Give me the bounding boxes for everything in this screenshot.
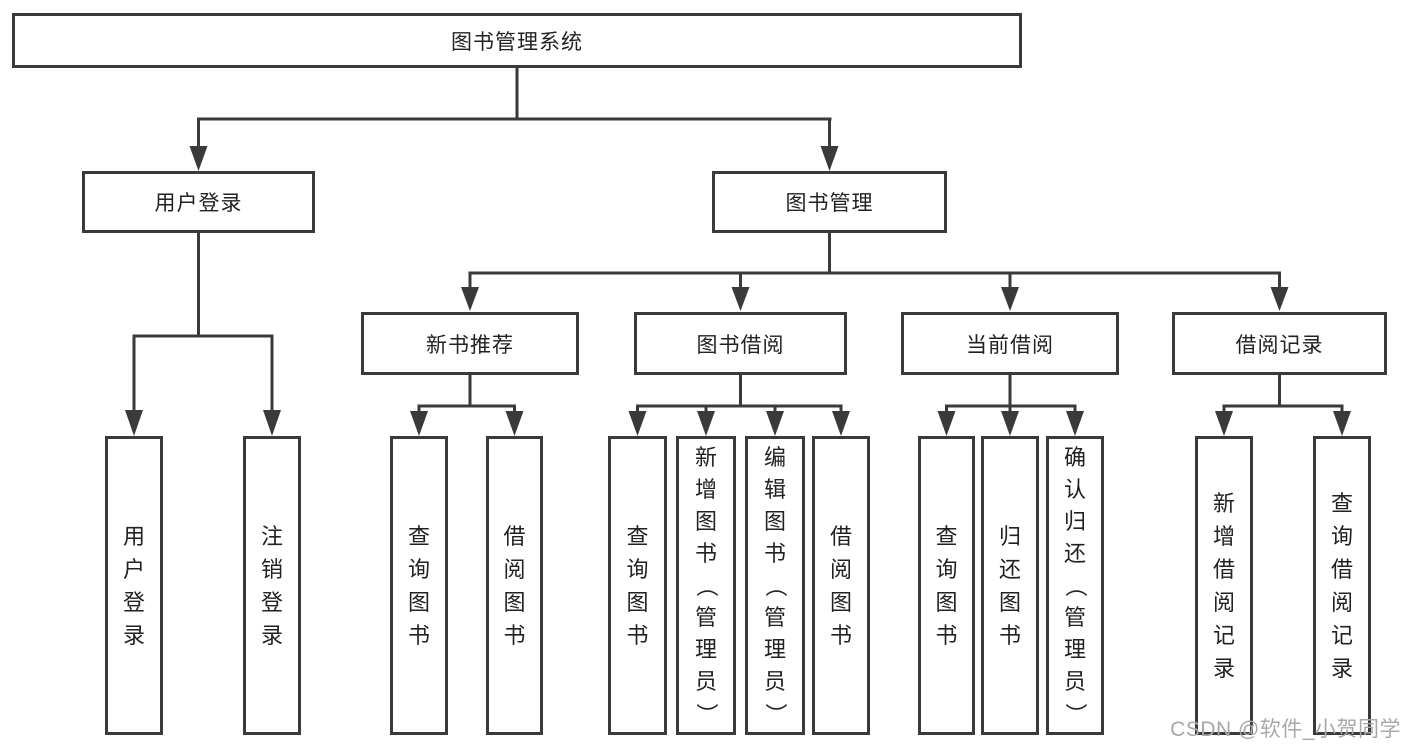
leaf-add-book-admin: 新增图书（管理员） — [676, 436, 736, 735]
leaf-edit-book-admin-label: 编辑图书（管理员） — [763, 444, 788, 725]
node-borrow-record-label: 借阅记录 — [1235, 333, 1324, 357]
node-user-login-label: 用户登录 — [154, 192, 243, 215]
node-book-management: 图书管理 — [712, 171, 947, 233]
leaf-borrow-books: 借阅图书 — [812, 436, 870, 735]
connector-current-borrow — [937, 375, 1084, 436]
leaf-borrow-books-recommend-label: 借阅图书 — [503, 523, 526, 648]
node-book-borrow-label: 图书借阅 — [696, 333, 785, 357]
leaf-confirm-return-admin: 确认归还（管理员） — [1046, 436, 1104, 735]
leaf-user-login-label: 用户登录 — [122, 523, 145, 648]
watermark: CSDN @软件_小贺同学 — [1170, 718, 1401, 741]
node-borrow-record: 借阅记录 — [1172, 312, 1387, 375]
leaf-query-books-borrow-label: 查询图书 — [626, 523, 649, 648]
leaf-logout-login: 注销登录 — [243, 436, 301, 735]
leaf-query-borrow-record-label: 查询借阅记录 — [1330, 490, 1353, 681]
node-current-borrow: 当前借阅 — [901, 312, 1119, 375]
leaf-query-books-current-label: 查询图书 — [935, 523, 958, 648]
leaf-query-books-current: 查询图书 — [918, 436, 975, 735]
connector-book-borrow — [628, 375, 850, 436]
leaf-add-book-admin-label: 新增图书（管理员） — [694, 444, 719, 725]
leaf-borrow-books-label: 借阅图书 — [829, 523, 852, 648]
connector-new-book-recommend — [410, 375, 524, 436]
leaf-query-books-borrow: 查询图书 — [608, 436, 667, 735]
leaf-add-borrow-record-label: 新增借阅记录 — [1212, 490, 1235, 681]
node-new-book-recommend: 新书推荐 — [361, 312, 579, 375]
connector-borrow-record — [1215, 375, 1351, 436]
connector-user-login — [125, 233, 281, 436]
node-current-borrow-label: 当前借阅 — [966, 333, 1054, 357]
leaf-user-login: 用户登录 — [105, 436, 163, 735]
node-root: 图书管理系统 — [12, 13, 1022, 68]
leaf-query-books-recommend-label: 查询图书 — [407, 523, 430, 648]
leaf-borrow-books-recommend: 借阅图书 — [486, 436, 543, 735]
connector-root — [189, 66, 839, 171]
leaf-query-books-recommend: 查询图书 — [390, 436, 448, 735]
node-user-login: 用户登录 — [82, 171, 315, 233]
connector-book-management — [461, 233, 1289, 311]
node-book-borrow: 图书借阅 — [634, 312, 847, 375]
leaf-logout-login-label: 注销登录 — [260, 523, 283, 648]
leaf-return-books: 归还图书 — [981, 436, 1039, 735]
leaf-query-borrow-record: 查询借阅记录 — [1313, 436, 1371, 735]
leaf-confirm-return-admin-label: 确认归还（管理员） — [1063, 444, 1088, 725]
leaf-edit-book-admin: 编辑图书（管理员） — [745, 436, 805, 735]
node-new-book-recommend-label: 新书推荐 — [426, 333, 514, 357]
leaf-add-borrow-record: 新增借阅记录 — [1195, 436, 1253, 735]
node-root-label: 图书管理系统 — [451, 30, 583, 54]
leaf-return-books-label: 归还图书 — [998, 523, 1021, 648]
node-book-management-label: 图书管理 — [785, 192, 874, 215]
